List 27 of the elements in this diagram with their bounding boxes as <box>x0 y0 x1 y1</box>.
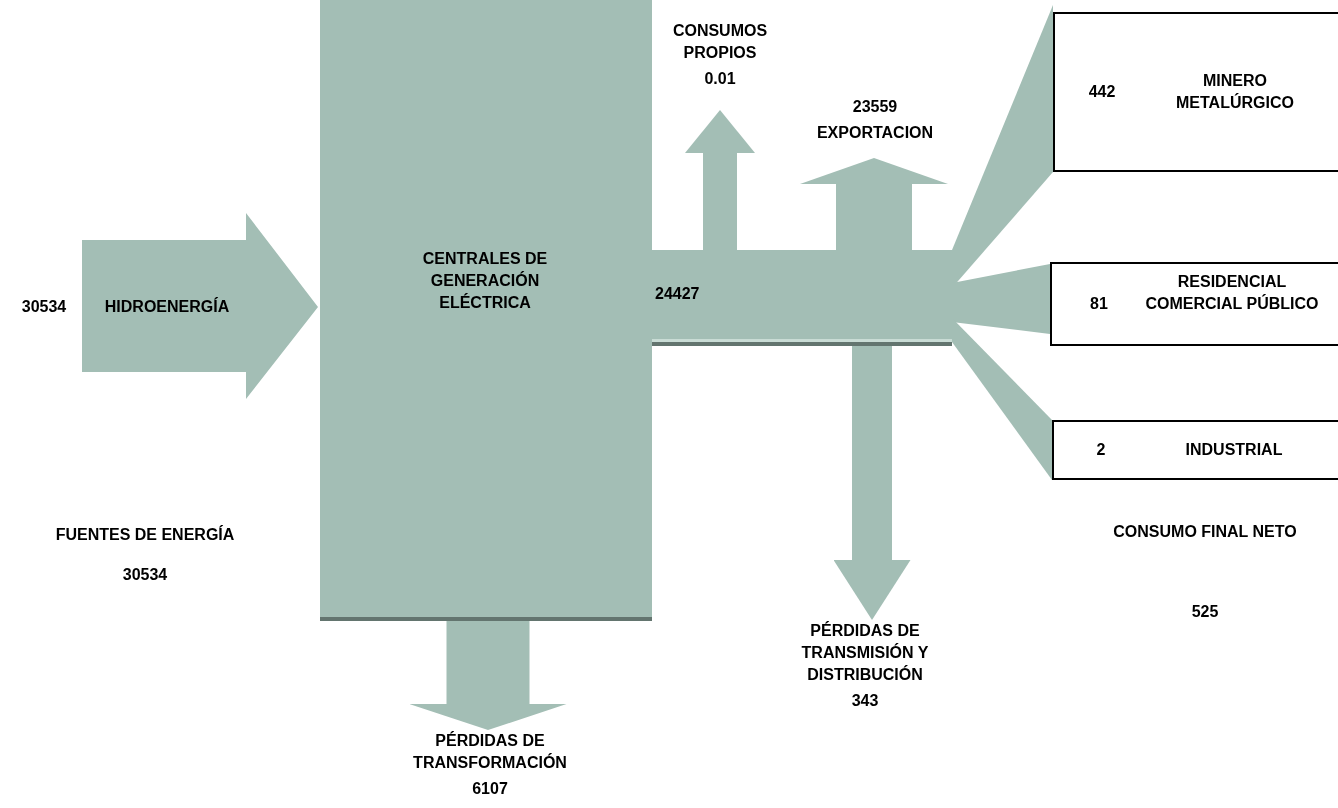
sector-value: 81 <box>1089 294 1109 314</box>
process-label: CENTRALES DE GENERACIÓN ELÉCTRICA <box>421 249 549 313</box>
flow-wedge <box>952 264 1050 334</box>
source-label: HIDROENERGÍA <box>103 296 231 317</box>
flow-label: PÉRDIDAS DE TRANSMISIÓN Y DISTRIBUCIÓN <box>800 620 930 685</box>
sector-box <box>1050 262 1338 346</box>
sector-label: RESIDENCIAL COMERCIAL PÚBLICO <box>1144 272 1320 314</box>
sector-box <box>1052 420 1338 480</box>
flow-label: 343 <box>851 691 879 711</box>
summary-label: CONSUMO FINAL NETO <box>1112 522 1298 542</box>
flow-label: 6107 <box>472 779 508 799</box>
summary-label: FUENTES DE ENERGÍA <box>54 524 236 545</box>
flow-label: 0.01 <box>704 69 736 89</box>
flow-value: 30534 <box>20 297 68 317</box>
flow-value: 24427 <box>655 284 700 304</box>
sector-box <box>1053 12 1338 172</box>
flow-label: CONSUMOS PROPIOS <box>671 21 769 63</box>
flow-label: EXPORTACION <box>816 123 934 143</box>
summary-label: 525 <box>1190 602 1220 622</box>
sector-label: INDUSTRIAL <box>1184 440 1284 460</box>
flow-label: 23559 <box>852 97 898 117</box>
sector-value: 2 <box>1095 440 1107 460</box>
flow-arrow <box>685 110 755 250</box>
sector-value: 442 <box>1087 82 1117 102</box>
summary-label: 30534 <box>121 565 169 585</box>
flow-label: PÉRDIDAS DE TRANSFORMACIÓN <box>412 730 568 773</box>
sector-label: MINERO METALÚRGICO <box>1175 71 1295 113</box>
